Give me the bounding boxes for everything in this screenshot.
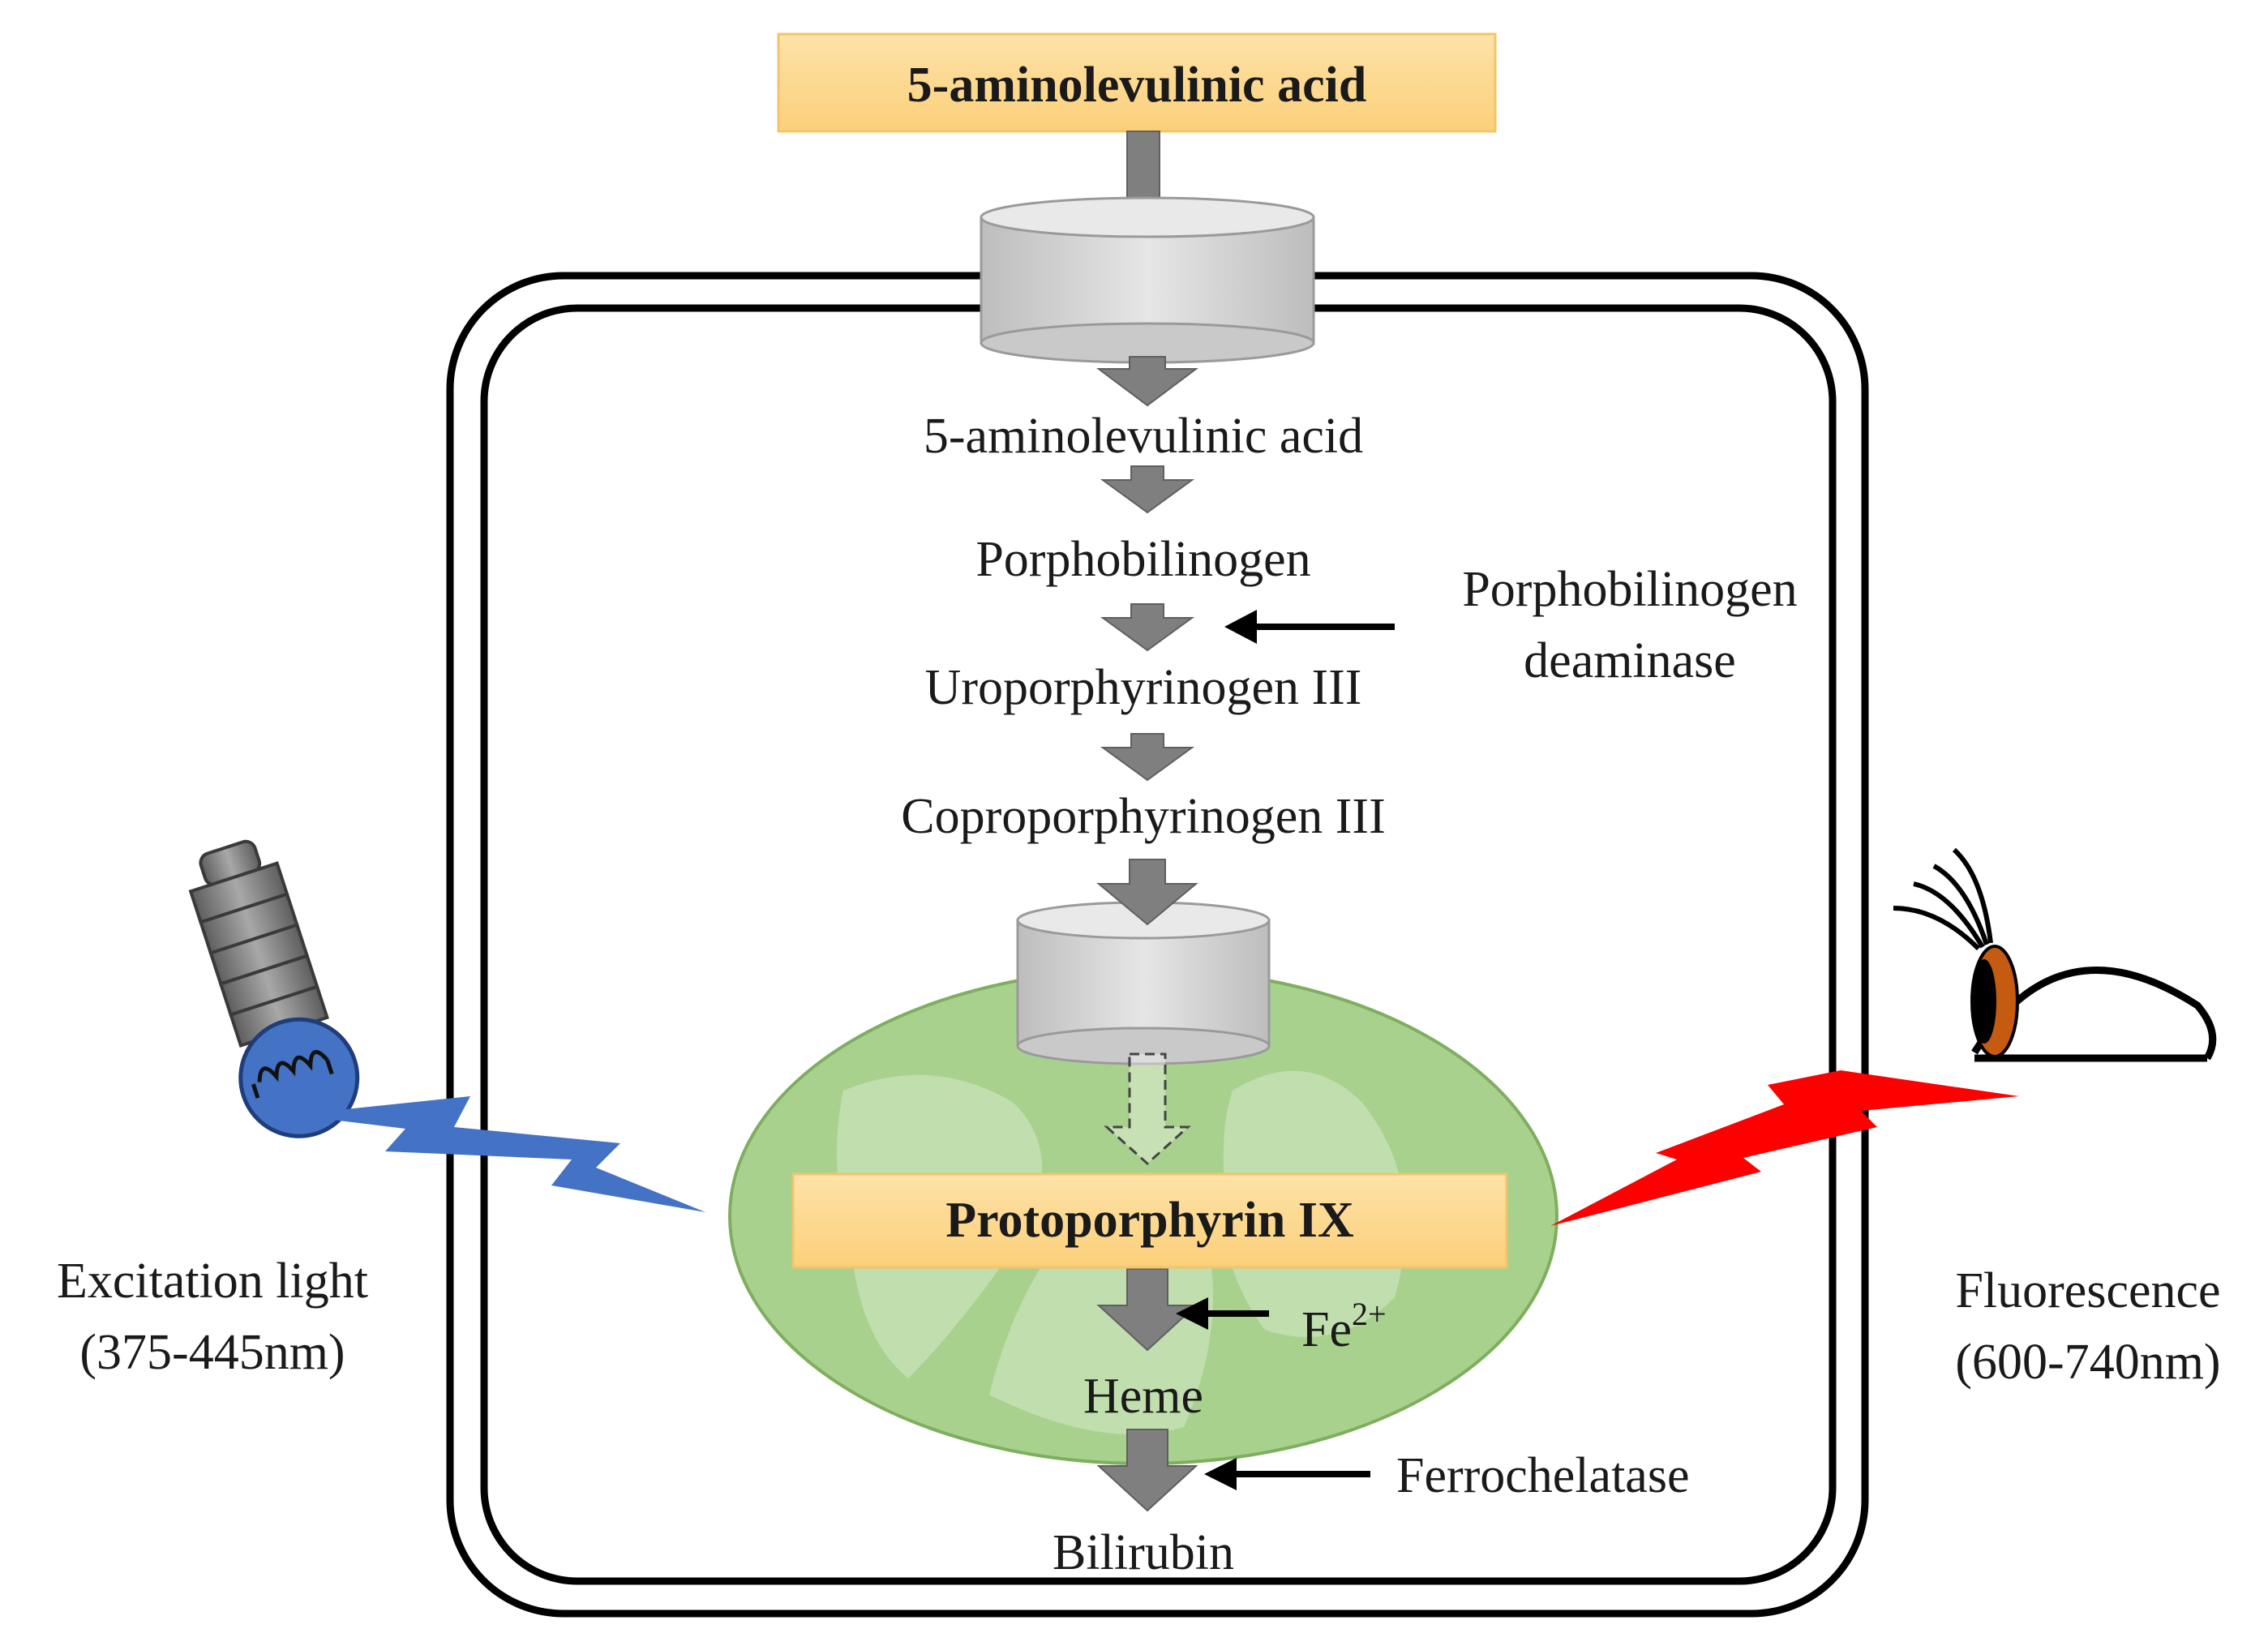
label-uroporphyrinogen: Uroporphyrinogen III	[925, 660, 1362, 715]
top-box	[777, 32, 1497, 133]
enzyme1-line1: Porphobilinogen	[1462, 562, 1797, 617]
top-box-label: 5-aminolevulinic acid	[907, 58, 1367, 113]
arrow-heme-to-bilirubin	[1096, 1429, 1198, 1512]
iron-arrow-head	[1176, 1297, 1208, 1330]
arrow-ppix-to-heme	[1096, 1268, 1198, 1352]
mitochondrial-transporter	[1016, 901, 1271, 1065]
eye-icon	[1893, 847, 2217, 1062]
excitation-line1: Excitation light	[57, 1254, 368, 1309]
arrow-ala-to-pbg	[1100, 465, 1195, 514]
iron-label: Fe2+	[1301, 1296, 1387, 1357]
label-coproporphyrinogen: Coproporphyrinogen III	[901, 789, 1385, 844]
arrow-uro-to-copro	[1100, 733, 1195, 782]
protoporphyrin-box	[791, 1172, 1508, 1269]
protoporphyrin-label: Protoporphyrin IX	[945, 1193, 1354, 1248]
enzyme1-line2: deaminase	[1524, 633, 1736, 688]
excitation-bolt	[292, 1096, 705, 1212]
heme-label: Heme	[1083, 1369, 1203, 1424]
bilirubin-label: Bilirubin	[1053, 1525, 1234, 1580]
arrow-entry	[1096, 356, 1198, 407]
excitation-line2: (375-445nm)	[79, 1325, 345, 1380]
lamp-icon	[188, 839, 360, 1138]
fluorescence-line2: (600-740nm)	[1955, 1335, 2220, 1390]
fluorescence-bolt	[1550, 1070, 2019, 1226]
arrow-copro-to-mito	[1096, 859, 1198, 926]
arrow-pbg-to-uro	[1100, 603, 1195, 652]
label-ala-intracellular: 5-aminolevulinic acid	[924, 409, 1363, 464]
label-porphobilinogen: Porphobilinogen	[975, 532, 1310, 587]
arrow-dashed-to-ppix	[1104, 1052, 1191, 1166]
fluorescence-line1: Fluorescence	[1955, 1263, 2220, 1318]
enzyme2-arrow-head	[1204, 1458, 1237, 1490]
enzyme2-label: Ferrochelatase	[1396, 1448, 1689, 1503]
membrane-transporter	[980, 196, 1315, 364]
enzyme1-arrow-head	[1224, 610, 1257, 644]
